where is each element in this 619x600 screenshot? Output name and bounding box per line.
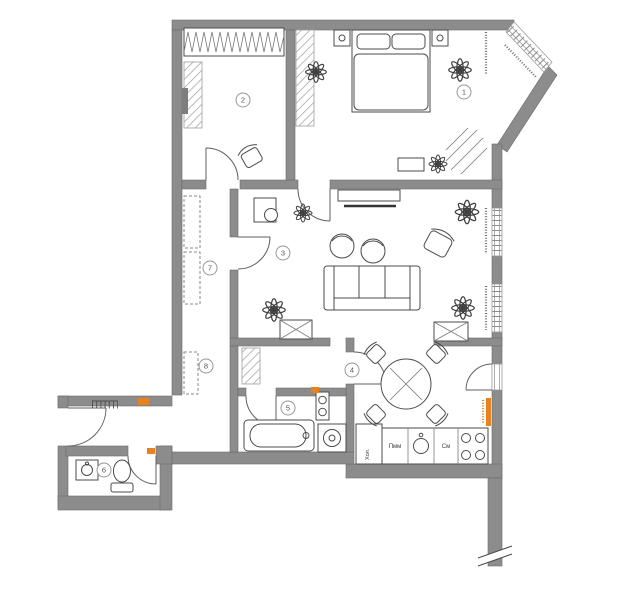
door-swing-icon (465, 363, 493, 391)
room-number-badge: 3 (275, 245, 291, 261)
radiator-accent (311, 387, 319, 393)
svg-text:7: 7 (208, 264, 212, 273)
nightstand-icon (333, 29, 351, 47)
rug-icon (445, 127, 488, 175)
kitchen-furniture: Хол. Пмм См (355, 423, 489, 465)
radiator-accent (138, 398, 149, 405)
room-number-badge: 5 (280, 400, 296, 416)
plant-icon (448, 58, 472, 82)
room-numbers: 1 2 3 4 5 6 7 8 (96, 84, 472, 478)
washer-icon (317, 423, 347, 453)
room-number-badge: 4 (344, 362, 360, 378)
door-swing-icon (127, 455, 157, 485)
bay-window (505, 21, 553, 73)
svg-text:3: 3 (281, 249, 285, 258)
plant-icon (428, 154, 448, 174)
washer-label: См (442, 444, 450, 450)
room-number-badge: 1 (456, 84, 472, 100)
fridge-icon (355, 423, 383, 465)
dimension-text-marks (504, 44, 537, 78)
cabinet-icon (279, 319, 313, 340)
wardrobe-icon (295, 29, 315, 127)
lounge-chair-icon (360, 238, 386, 264)
radiator-accent (486, 398, 491, 426)
fridge-label: Хол. (365, 448, 371, 460)
plant-icon (451, 296, 475, 320)
cabinet-icon (433, 321, 469, 342)
sofa-icon (323, 265, 421, 311)
room-number-badge: 6 (96, 462, 112, 478)
svg-text:4: 4 (350, 366, 354, 375)
window (491, 207, 503, 257)
dining-furniture (363, 341, 449, 427)
chair-icon (237, 144, 263, 168)
window (491, 283, 503, 333)
room-number-badge: 8 (198, 358, 214, 374)
closet-hatch-icon (241, 347, 261, 385)
bedroom-furniture (295, 29, 488, 175)
room-number-badge: 2 (235, 92, 251, 108)
closet-dashed-icon (183, 195, 201, 249)
radiators (138, 387, 491, 454)
armchair-icon (423, 228, 455, 258)
side-table-icon (253, 197, 278, 223)
wardrobe-zigzag-icon (183, 27, 285, 57)
chair-icon (426, 404, 449, 427)
nightstand-icon (431, 29, 449, 47)
kitchen-sink-icon (413, 432, 429, 454)
closet-dashed-icon (183, 251, 201, 305)
svg-text:8: 8 (204, 362, 208, 371)
chair-icon (363, 404, 386, 427)
closet-dashed-icon (183, 351, 199, 395)
tv-stand-icon (337, 189, 401, 202)
toilet-icon (110, 459, 134, 493)
coat-hooks-icon (92, 400, 118, 409)
radiator-accent (147, 448, 155, 454)
radiator-icon (182, 88, 188, 114)
balcony-door-frame (491, 363, 503, 391)
bench-icon (397, 157, 425, 172)
room-number-badge: 7 (202, 260, 218, 276)
door-swing-icon (237, 236, 271, 270)
living-room-furniture (183, 189, 469, 395)
chair-icon (363, 341, 386, 364)
wardrobe-room-furniture (182, 27, 285, 168)
svg-text:2: 2 (241, 96, 245, 105)
svg-text:5: 5 (286, 404, 290, 413)
svg-text:6: 6 (102, 466, 106, 475)
bathtub-icon (243, 419, 315, 452)
stove-icon (461, 433, 485, 460)
door-swing-icon (67, 407, 107, 447)
chair-icon (426, 341, 449, 364)
door-swing-icon (205, 147, 239, 181)
svg-text:1: 1 (462, 88, 466, 97)
plant-icon (262, 298, 286, 322)
bathroom-furniture (243, 391, 347, 453)
kitchen-counter-icon (381, 427, 489, 465)
water-heater-icon (315, 391, 330, 421)
corner-sink-icon (75, 459, 99, 481)
windows (491, 21, 553, 391)
bed-icon (351, 29, 431, 113)
wall-annotations (481, 32, 537, 424)
plant-icon (454, 199, 480, 225)
entry-furniture (92, 400, 118, 409)
dishwasher-label: Пмм (389, 444, 402, 450)
lounge-chair-icon (329, 233, 355, 259)
dining-table-icon (380, 358, 432, 410)
